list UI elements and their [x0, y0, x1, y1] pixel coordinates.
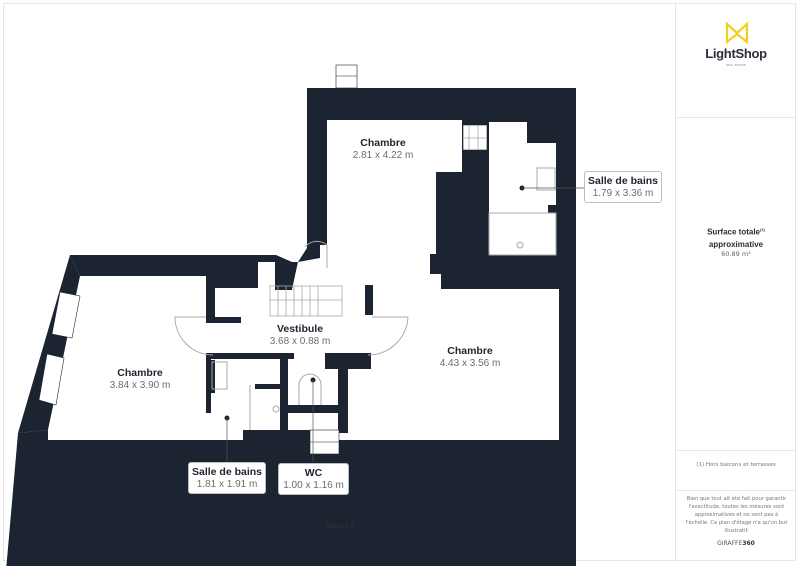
room-name: Chambre — [117, 367, 163, 379]
footnote-marker: (1) — [760, 227, 765, 232]
logo-section: LightShop REAL ESTATE — [676, 3, 796, 118]
disclaimer-text: Bien que tout ait été fait pour garantir… — [685, 496, 788, 534]
room-name: WC — [304, 467, 323, 479]
rooms-fill — [48, 120, 556, 440]
fixtures — [174, 167, 557, 430]
room-dimensions: 2.81 x 4.22 m — [352, 150, 414, 161]
total-area-value: 60.89 m² — [721, 250, 751, 258]
room-label-chambre-upper: Chambre 2.81 x 4.22 m — [330, 137, 436, 161]
provider-prefix: GIRAFFE — [717, 540, 743, 547]
room-name: Chambre — [447, 345, 493, 357]
room-dimensions: 1.81 x 1.91 m — [196, 479, 258, 490]
room-dimensions: 4.43 x 3.56 m — [439, 358, 501, 369]
lightshop-logo-mark — [725, 21, 749, 45]
brand-name: LightShop — [705, 46, 767, 61]
room-name: Salle de bains — [587, 175, 659, 187]
area-title-line1: Surface totale — [707, 227, 760, 237]
area-title: Surface totale(1) approximative — [676, 224, 796, 251]
level-label: Niveau 0 — [325, 523, 355, 530]
room-dimensions: 3.84 x 3.90 m — [109, 380, 171, 391]
footnote-text: (1) Hors balcons et terrasses — [696, 462, 776, 468]
leaders — [224, 185, 584, 462]
room-name: Salle de bains — [191, 466, 263, 478]
note-section: (1) Hors balcons et terrasses — [676, 451, 796, 491]
room-dimensions: 1.00 x 1.16 m — [283, 480, 344, 491]
brand-tagline: REAL ESTATE — [726, 63, 746, 67]
room-label-wc: WC 1.00 x 1.16 m — [278, 463, 349, 495]
room-label-chambre-right: Chambre 4.43 x 3.56 m — [420, 345, 520, 369]
room-name: Vestibule — [276, 323, 324, 335]
room-dimensions: 3.68 x 0.88 m — [269, 336, 331, 347]
info-sidebar: LightShop REAL ESTATE Surface totale(1) … — [675, 3, 796, 561]
room-name: Chambre — [360, 137, 406, 149]
stairs — [269, 125, 487, 317]
room-label-salle-de-bains-upper: Salle de bains 1.79 x 3.36 m — [584, 171, 662, 203]
room-label-vestibule: Vestibule 3.68 x 0.88 m — [250, 323, 350, 347]
room-label-salle-de-bains-lower: Salle de bains 1.81 x 1.91 m — [188, 462, 266, 494]
disclaimer-section: Bien que tout ait été fait pour garantir… — [676, 491, 796, 561]
area-title-line2: approximative — [708, 239, 764, 249]
room-label-chambre-left: Chambre 3.84 x 3.90 m — [90, 367, 190, 391]
area-section: Surface totale(1) approximative 60.89 m² — [676, 118, 796, 451]
windows — [38, 64, 488, 455]
room-dimensions: 1.79 x 3.36 m — [592, 188, 654, 199]
provider-brand: GIRAFFE360 — [676, 540, 796, 547]
provider-suffix: 360 — [742, 540, 755, 547]
